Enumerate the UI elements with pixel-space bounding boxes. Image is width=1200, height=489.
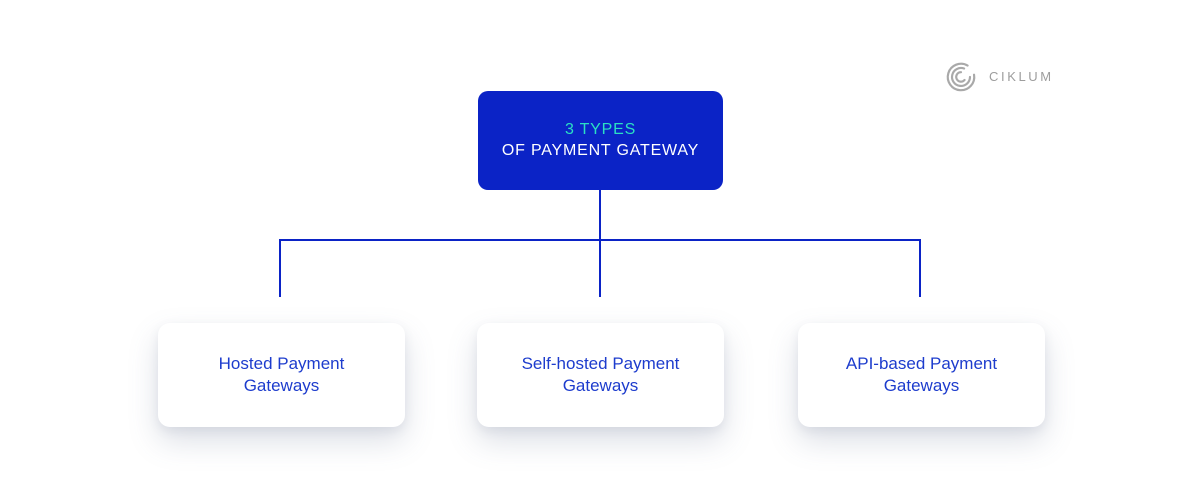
brand-logo-text: CIKLUM [989,68,1054,84]
ciklum-logo-icon [946,62,976,92]
brand-logo: CIKLUM [944,56,1054,96]
connector-vertical-right [919,239,921,297]
node-label: API-based Payment Gateways [845,354,998,395]
root-node-title: OF PAYMENT GATEWAY [501,142,700,159]
connector-horizontal [279,239,921,241]
connector-vertical-center [599,190,601,297]
root-node-payment-gateway-types: 3 TYPES OF PAYMENT GATEWAY [478,91,723,190]
node-hosted-payment-gateways: Hosted Payment Gateways [158,323,405,427]
node-self-hosted-payment-gateways: Self-hosted Payment Gateways [477,323,724,427]
connector-vertical-left [279,239,281,297]
node-api-based-payment-gateways: API-based Payment Gateways [798,323,1045,427]
node-label: Self-hosted Payment Gateways [521,354,680,395]
node-label: Hosted Payment Gateways [218,354,345,395]
root-node-accent-title: 3 TYPES [564,121,637,138]
